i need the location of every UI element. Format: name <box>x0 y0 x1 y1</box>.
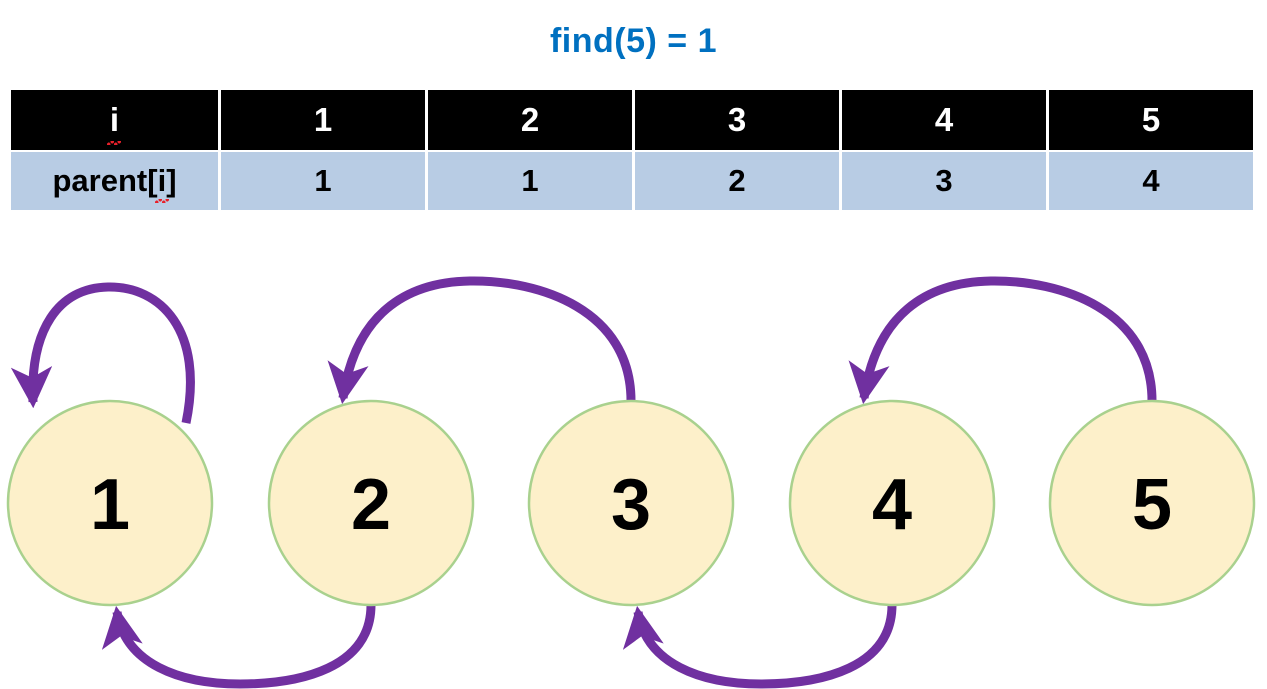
node-4-circle[interactable] <box>788 399 996 607</box>
table-header-row: i 1 2 3 4 5 <box>11 90 1253 150</box>
header-cell-3: 3 <box>635 90 839 150</box>
graph-node-2[interactable]: 2 <box>267 399 475 607</box>
parent-cell-1: 1 <box>221 152 425 210</box>
graph-edges <box>10 276 1157 689</box>
parent-row-label-prefix: parent[ <box>52 163 158 198</box>
page-title: find(5) = 1 <box>549 22 718 60</box>
node-2-label: 2 <box>351 465 391 545</box>
node-5-circle[interactable] <box>1048 399 1256 607</box>
parent-cell-3: 2 <box>635 152 839 210</box>
parent-row-label-suffix: ] <box>166 163 177 198</box>
edge-2-to-1-arc <box>101 604 376 689</box>
table-parent-row: parent[i] 1 1 2 3 4 <box>11 152 1253 210</box>
node-5-label: 5 <box>1132 465 1172 545</box>
node-1-label: 1 <box>90 465 130 545</box>
parent-row-label-index: i <box>157 163 167 198</box>
header-cell-1: 1 <box>221 90 425 150</box>
header-cell-4: 4 <box>842 90 1046 150</box>
parent-cell-4: 3 <box>842 152 1046 210</box>
graph-node-5[interactable]: 5 <box>1048 399 1256 607</box>
graph-node-3[interactable]: 3 <box>527 399 735 607</box>
parent-cell-5: 4 <box>1049 152 1253 210</box>
edge-3-to-2-arc <box>327 276 636 405</box>
node-3-circle[interactable] <box>527 399 735 607</box>
edge-4-to-3-arc <box>622 604 897 689</box>
index-label-text: i <box>109 101 120 138</box>
node-1-circle[interactable] <box>6 399 214 607</box>
edge-1-to-1-self-loop <box>10 282 195 424</box>
edge-5-to-4-arc <box>848 276 1157 405</box>
node-3-label: 3 <box>611 465 651 545</box>
parent-cell-2: 1 <box>428 152 632 210</box>
header-cell-2: 2 <box>428 90 632 150</box>
graph-node-1[interactable]: 1 <box>6 399 214 607</box>
graph-node-4[interactable]: 4 <box>788 399 996 607</box>
header-cell-5: 5 <box>1049 90 1253 150</box>
graph-nodes: 1 2 3 4 5 <box>6 399 1256 607</box>
node-4-label: 4 <box>872 465 912 545</box>
parent-row-label-cell: parent[i] <box>11 152 218 210</box>
header-cell-index-label: i <box>11 90 218 150</box>
parent-array-table: i 1 2 3 4 5 parent[i] 1 1 2 3 4 <box>8 88 1256 212</box>
node-2-circle[interactable] <box>267 399 475 607</box>
